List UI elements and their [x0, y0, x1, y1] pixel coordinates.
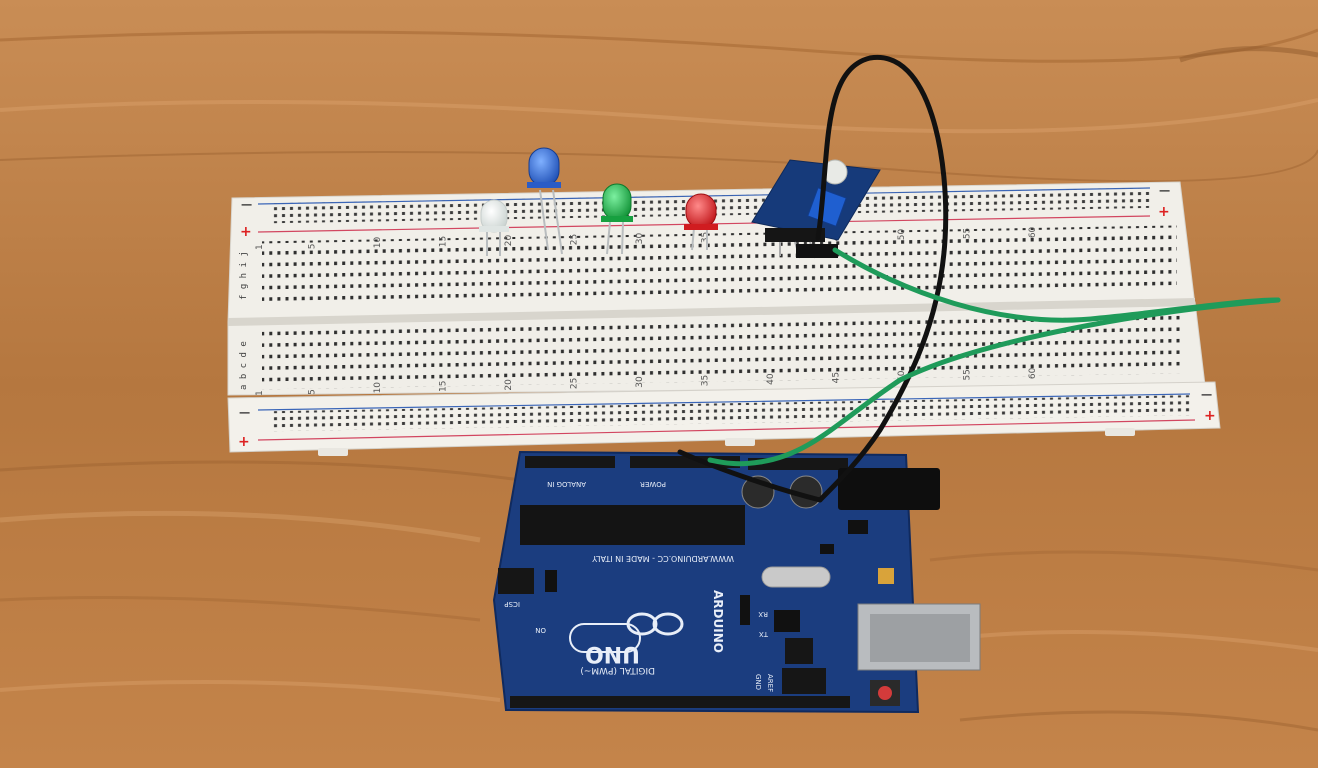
- icsp-header: [498, 568, 534, 594]
- top-column-number: 55: [962, 228, 972, 239]
- lower-row-letters: a b c d e: [239, 341, 249, 390]
- upper-row-letters: f g h i j: [239, 251, 249, 300]
- power-label: POWER: [640, 480, 666, 488]
- bottom-column-number: 40: [766, 373, 776, 385]
- bottom-column-number: 1: [255, 390, 265, 396]
- uno-badge: [569, 623, 641, 653]
- bottom-column-number: 20: [504, 379, 514, 391]
- green-wire-lower: [707, 297, 1281, 467]
- top-column-number: 50: [897, 228, 907, 240]
- rail-plus-top-left: +: [240, 224, 252, 240]
- bottom-column-number: 55: [962, 369, 972, 380]
- black-wire-lower: [677, 449, 823, 503]
- sensor-module: [751, 159, 881, 259]
- power-jack: [838, 468, 940, 510]
- brand-label: ARDUINO: [711, 590, 725, 653]
- uno-label: UNO: [585, 641, 640, 666]
- rail-minus-bottom-right: −: [1200, 385, 1213, 404]
- analog-header: [525, 456, 615, 468]
- bottom-column-number: 15: [438, 381, 448, 392]
- digital-label: DIGITAL (PWM~): [580, 665, 655, 675]
- top-column-number: 30: [635, 232, 645, 244]
- top-column-number: 5: [307, 243, 317, 249]
- bottom-column-number: 60: [1028, 367, 1038, 379]
- top-column-number: 1: [255, 244, 265, 250]
- rail-plus-bottom-left: +: [238, 434, 250, 450]
- bottom-column-number: 50: [897, 370, 907, 382]
- tx-label: TX: [759, 630, 769, 638]
- rail-minus-bottom-left: −: [238, 403, 251, 422]
- bottom-column-number: 45: [831, 372, 841, 383]
- led-green: [601, 183, 633, 255]
- led-blue: [527, 147, 563, 255]
- bottom-column-number: 30: [635, 376, 645, 388]
- atmega-chip: [520, 505, 745, 545]
- breadboard-foot: [725, 438, 755, 446]
- led-white: [479, 199, 509, 256]
- top-column-number: 35: [700, 232, 710, 243]
- rx-label: RX: [758, 610, 768, 618]
- aref-label: AREF: [766, 674, 774, 692]
- on-label: ON: [535, 626, 546, 634]
- top-column-number: 15: [438, 236, 448, 247]
- bottom-column-number: 35: [700, 375, 710, 386]
- bottom-column-number: 5: [307, 389, 317, 395]
- top-column-number: 20: [504, 234, 514, 246]
- rail-plus-top-right: +: [1158, 204, 1170, 220]
- analog-label: ANALOG IN: [547, 480, 586, 488]
- breadboard-foot: [318, 448, 348, 456]
- led-red: [684, 193, 718, 251]
- gnd-label: GND: [754, 674, 762, 690]
- bottom-column-number: 10: [373, 382, 383, 394]
- arduino-uno-board: UNO ARDUINO WWW.ARDUINO.CC - MADE IN ITA…: [492, 450, 981, 714]
- made-in-label: WWW.ARDUINO.CC - MADE IN ITALY: [592, 554, 734, 563]
- rail-minus-top-left: −: [240, 195, 253, 214]
- breadboard-foot: [1105, 428, 1135, 436]
- rail-plus-bottom-right: +: [1204, 408, 1216, 424]
- black-wire: [815, 55, 949, 503]
- top-column-number: 60: [1028, 226, 1038, 238]
- bottom-column-number: 25: [569, 378, 579, 389]
- top-column-number: 10: [373, 236, 383, 248]
- top-column-number: 25: [569, 234, 579, 245]
- rail-minus-top-right: −: [1158, 181, 1171, 200]
- icsp-label: ICSP: [504, 600, 520, 608]
- digital-header: [510, 696, 850, 708]
